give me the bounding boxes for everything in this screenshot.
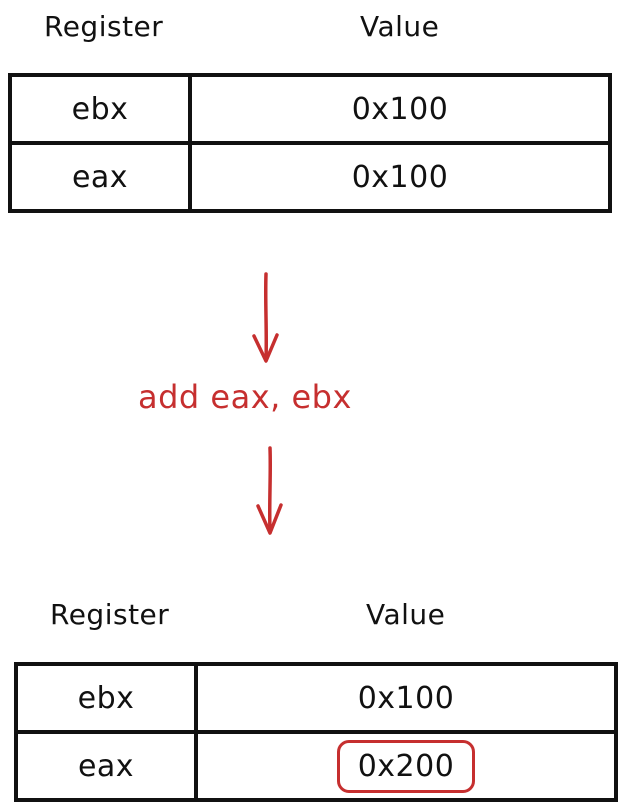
register-value: 0x100 <box>357 680 455 716</box>
register-name: eax <box>12 145 192 209</box>
table-row: ebx 0x100 <box>18 666 614 734</box>
register-name: ebx <box>18 666 198 730</box>
after-register-header: Register <box>50 598 170 631</box>
instruction-label: add eax, ebx <box>138 378 352 416</box>
changed-value-highlight: 0x200 <box>336 739 476 793</box>
table-row: ebx 0x100 <box>12 77 608 145</box>
register-name: eax <box>18 734 198 798</box>
arrow-down-icon <box>252 272 279 363</box>
table-row: eax 0x100 <box>12 145 608 209</box>
table-row: eax 0x200 <box>18 734 614 798</box>
before-register-table: ebx 0x100 eax 0x100 <box>8 73 612 213</box>
register-value: 0x100 <box>351 159 449 195</box>
before-register-header: Register <box>44 10 164 43</box>
arrow-down-icon <box>256 446 283 535</box>
register-name: ebx <box>12 77 192 141</box>
register-value: 0x200 <box>198 734 614 798</box>
after-register-table: ebx 0x100 eax 0x200 <box>14 662 618 802</box>
after-value-header: Value <box>366 598 446 631</box>
register-value: 0x100 <box>351 91 449 127</box>
before-value-header: Value <box>360 10 440 43</box>
